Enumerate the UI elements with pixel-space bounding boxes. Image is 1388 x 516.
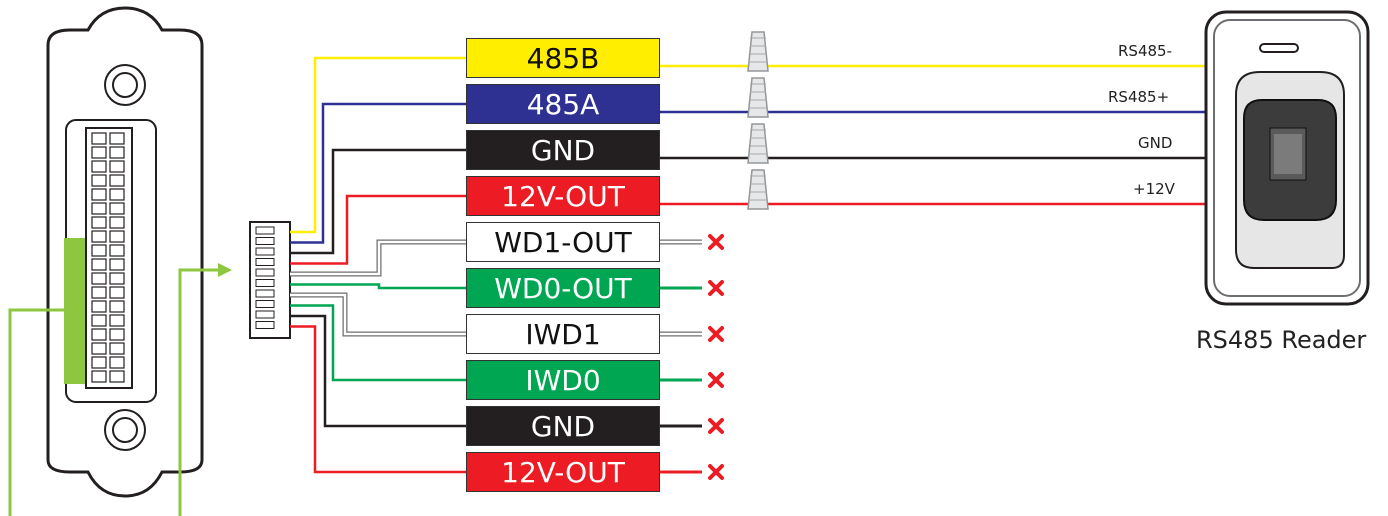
terminal-pin-label: 485B <box>466 38 660 78</box>
harness-wire <box>290 148 466 255</box>
harness-wires <box>290 56 466 474</box>
connector-pin <box>91 300 107 313</box>
plug-slot <box>255 321 275 329</box>
harness-wire <box>290 194 466 265</box>
terminal-pin-label: GND <box>466 130 660 170</box>
connector-pin <box>109 286 125 299</box>
pointer-arrow-icon <box>218 263 232 277</box>
connector-pin <box>109 202 125 215</box>
connector-pin <box>109 342 125 355</box>
harness-wire <box>290 283 466 290</box>
connector-pin <box>91 146 107 159</box>
connector-pin <box>91 258 107 271</box>
reader-wire-label-12v: +12V <box>1133 180 1175 198</box>
terminal-pin-label: GND <box>466 406 660 446</box>
connector-pin <box>91 160 107 173</box>
red-x-icon <box>708 280 724 296</box>
terminal-pin-label: IWD0 <box>466 360 660 400</box>
reader-wire-label-rs485-plus: RS485+ <box>1108 88 1170 106</box>
reader-wire-label-gnd: GND <box>1138 134 1173 152</box>
harness-wire <box>290 325 466 474</box>
connector-pin <box>91 174 107 187</box>
terminal-pin-label: IWD1 <box>466 314 660 354</box>
reader-caption: RS485 Reader <box>1196 326 1367 354</box>
rs485-reader <box>1204 10 1370 306</box>
connector-pin <box>109 160 125 173</box>
terminal-pin-label: 485A <box>466 84 660 124</box>
connector-pin <box>109 328 125 341</box>
connector-pin <box>109 188 125 201</box>
connector-pin <box>91 328 107 341</box>
connector-pin <box>109 216 125 229</box>
connector-pin <box>91 202 107 215</box>
terminal-pin-label: WD0-OUT <box>466 268 660 308</box>
reader-led <box>1259 43 1299 53</box>
red-x-icon <box>708 418 724 434</box>
connector-pin <box>91 216 107 229</box>
wire-harness-plug <box>249 221 291 339</box>
connector-pin <box>109 300 125 313</box>
controller-panel <box>46 6 204 498</box>
splice-connectors <box>747 31 769 210</box>
connector-pin <box>109 146 125 159</box>
connector-pin <box>91 132 107 145</box>
connector-pin <box>91 370 107 383</box>
plug-slot <box>255 268 275 277</box>
harness-wire <box>290 314 466 428</box>
wire-connector-icon <box>747 31 769 72</box>
wire-connector-icon <box>747 169 769 210</box>
harness-wire <box>290 102 466 244</box>
not-connected-marks <box>660 234 724 480</box>
harness-wire <box>290 240 466 276</box>
harness-wire <box>290 304 466 382</box>
plug-slot <box>255 237 275 245</box>
reader-wires <box>660 64 1206 206</box>
connector-pin <box>91 230 107 243</box>
connector-pin <box>109 230 125 243</box>
plug-slot <box>255 300 275 308</box>
terminal-pin-label: WD1-OUT <box>466 222 660 262</box>
screw-hole-top <box>104 64 146 106</box>
connector-pin <box>109 258 125 271</box>
connector-pin <box>91 244 107 257</box>
wire-connector-icon <box>747 77 769 118</box>
connector-pin <box>91 342 107 355</box>
connector-pin <box>109 132 125 145</box>
plug-slot <box>255 226 275 235</box>
plug-slot <box>255 247 275 256</box>
harness-wire <box>290 56 466 234</box>
plug-slot <box>255 279 275 287</box>
highlighted-pins <box>64 238 86 384</box>
red-x-icon <box>708 326 724 342</box>
connector-pin <box>109 244 125 257</box>
terminal-pin-label: 12V-OUT <box>466 176 660 216</box>
plug-slot <box>255 289 275 298</box>
connector-pin <box>109 272 125 285</box>
connector-pin <box>109 356 125 369</box>
screw-hole-bottom <box>104 409 146 451</box>
red-x-icon <box>708 372 724 388</box>
terminal-pin-label: 12V-OUT <box>466 452 660 492</box>
red-x-icon <box>708 234 724 250</box>
plug-slot <box>255 258 275 266</box>
connector-pin <box>91 188 107 201</box>
connector-pin <box>91 356 107 369</box>
connector-pin <box>91 286 107 299</box>
connector-pin <box>91 272 107 285</box>
connector-pin <box>109 174 125 187</box>
connector-pin <box>109 314 125 327</box>
harness-wire-outline <box>290 292 466 337</box>
connector-pin <box>91 314 107 327</box>
red-x-icon <box>708 464 724 480</box>
wire-connector-icon <box>747 123 769 164</box>
connector-pins <box>91 132 125 383</box>
connector-pin <box>109 370 125 383</box>
pointer-lines <box>8 268 220 516</box>
plug-slot <box>255 310 275 319</box>
harness-wire <box>290 293 466 336</box>
reader-wire-label-rs485-minus: RS485- <box>1118 42 1172 60</box>
